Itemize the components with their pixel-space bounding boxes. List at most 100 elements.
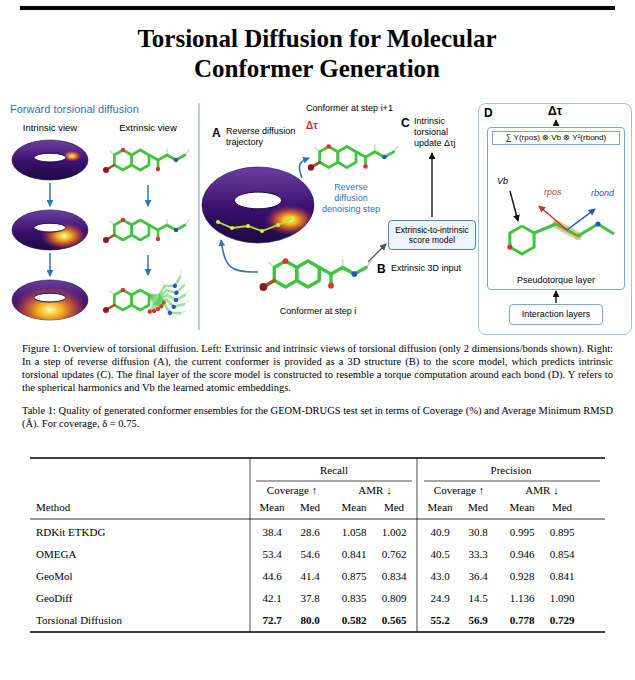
molecule-model — [308, 144, 398, 170]
atom — [308, 164, 314, 170]
arrow — [510, 191, 518, 221]
atom — [174, 158, 178, 162]
bond — [114, 150, 131, 170]
molecule-model — [260, 258, 372, 291]
table-cell: Med — [374, 500, 414, 514]
table-cell: 40.5 — [420, 547, 460, 561]
table-cell: 28.6 — [290, 525, 330, 539]
bond — [114, 290, 131, 310]
side-chain — [356, 145, 398, 168]
panel-letter: B — [377, 262, 391, 276]
arrow — [555, 120, 556, 126]
arrow — [147, 185, 149, 206]
table-rule — [30, 631, 605, 632]
arrow — [49, 253, 51, 276]
atom — [156, 307, 160, 311]
bond — [534, 224, 614, 236]
bond — [149, 155, 185, 160]
arrow — [431, 153, 432, 217]
figure-caption: Figure 1: Overview of torsional diffusio… — [22, 342, 613, 395]
table-cell: 24.9 — [420, 591, 460, 605]
panel-heading: Forward torsional diffusion — [10, 103, 195, 116]
table-cell: 53.4 — [252, 547, 292, 561]
table-cell: AMR ↓ — [507, 483, 577, 497]
side-chain — [145, 289, 189, 321]
side-chain — [141, 290, 187, 329]
table-cell: AMR ↓ — [340, 483, 410, 497]
molecule-model — [103, 148, 189, 173]
table-cell: 0.778 — [502, 613, 542, 627]
step-label: Extrinsic 3D input — [391, 263, 463, 274]
trajectory-point — [260, 229, 264, 233]
arrow — [539, 206, 567, 230]
atom — [147, 309, 153, 315]
table-cell: 0.995 — [502, 525, 542, 539]
atom — [326, 144, 331, 149]
node-text: Δτ — [537, 104, 573, 118]
panel-letter: C — [401, 116, 415, 130]
table-cell: 1.002 — [374, 525, 414, 539]
torus-hole — [34, 223, 66, 232]
molecule-model — [103, 218, 189, 243]
table-rule — [30, 519, 605, 520]
atom — [121, 148, 125, 152]
panel-letter: A — [212, 126, 226, 140]
arrow — [49, 183, 51, 206]
table-cell: Mean — [334, 500, 374, 514]
table-cell: 0.809 — [374, 591, 414, 605]
atom — [174, 290, 179, 295]
table-cell: Med — [458, 500, 498, 514]
torus — [12, 140, 88, 180]
arrow — [368, 244, 386, 262]
bond — [132, 290, 149, 310]
table-cell: 14.5 — [458, 591, 498, 605]
atom — [121, 218, 125, 222]
table-cell: 0.834 — [374, 569, 414, 583]
table-cell: 55.2 — [420, 613, 460, 627]
atom — [103, 307, 109, 313]
table-rule — [424, 481, 600, 482]
atom — [171, 304, 176, 309]
table-cell: 1.058 — [334, 525, 374, 539]
arrow — [299, 158, 309, 178]
table-cell: RDKit ETKDG — [36, 525, 236, 539]
atom — [103, 167, 109, 173]
torus — [8, 280, 92, 335]
torus-hotspot — [8, 285, 92, 335]
table-cell: 0.582 — [334, 613, 374, 627]
side-chain — [149, 219, 189, 241]
atom — [156, 167, 160, 171]
node-text: Pseudotorque layer — [488, 275, 624, 286]
table-cell: 54.6 — [290, 547, 330, 561]
table-cell: 33.3 — [458, 547, 498, 561]
step-label: Reverse diffusion denoising step — [318, 182, 384, 214]
side-chain — [147, 279, 191, 311]
panel-divider — [198, 103, 199, 330]
table-cell: Mean — [502, 500, 542, 514]
table-cell: 0.835 — [334, 591, 374, 605]
table-cell: Precision — [451, 463, 571, 477]
table-cell: GeoMol — [36, 569, 236, 583]
atom — [121, 288, 125, 292]
vector-label: Vb — [497, 176, 521, 187]
table-cell: 0.841 — [334, 547, 374, 561]
bond — [274, 261, 297, 287]
atom — [382, 155, 387, 160]
trajectory-point — [216, 220, 220, 224]
torsion-symbol: Δτ — [306, 120, 328, 132]
view-label: Extrinsic view — [103, 122, 193, 133]
node-text: Interaction layers — [512, 309, 600, 320]
layer-box: ∑ Y(rpos) ⊗ Vb ⊗ Y²(rbond)Pseudotorque l… — [487, 127, 625, 290]
bond — [146, 295, 180, 317]
vector-label: rpos — [544, 187, 576, 198]
side-chain — [319, 260, 371, 289]
table-cell: Method — [36, 500, 216, 514]
atom — [174, 298, 178, 302]
trajectory-point — [246, 224, 250, 228]
table-cell: 72.7 — [252, 613, 292, 627]
table-cell: 56.9 — [458, 613, 498, 627]
table-cell: 1.136 — [502, 591, 542, 605]
table-cell: 38.4 — [252, 525, 292, 539]
bond — [114, 220, 131, 240]
